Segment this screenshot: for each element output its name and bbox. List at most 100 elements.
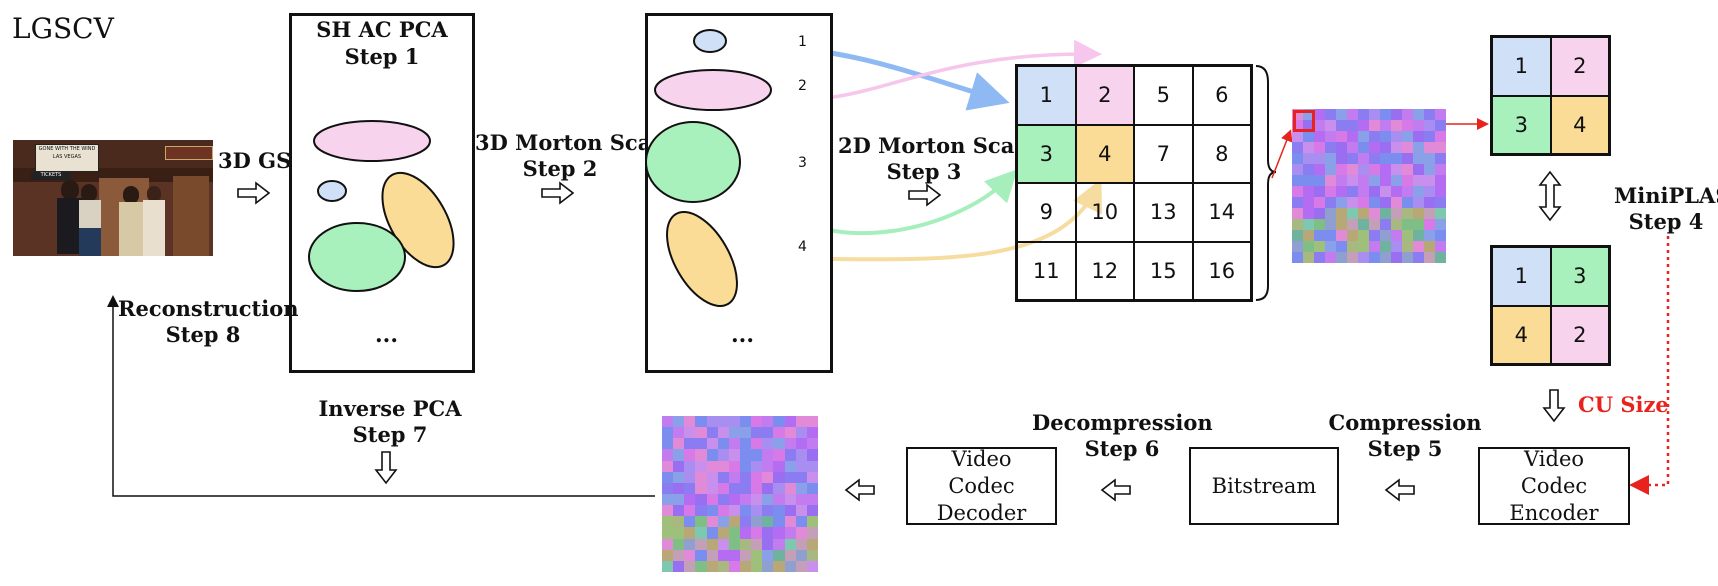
mosaic-block [684,482,696,495]
mosaic-block [1347,142,1359,154]
bitstream-label: Bitstream [1211,473,1317,498]
mosaic-block [751,527,763,540]
mosaic-block [695,549,708,562]
morton3d-ellipsis: ... [731,322,754,348]
mosaic-block [1369,164,1381,176]
mosaic-block [1358,208,1370,220]
mosaic-block [684,460,696,473]
mosaic-block [673,438,685,450]
mosaic-block [728,494,741,506]
mosaic-block [1347,219,1359,231]
mosaic-block [795,449,808,462]
mosaic-block [1402,120,1414,132]
mosaic-block [1435,120,1446,132]
mosaic-block [1314,208,1326,220]
mosaic-block [684,427,696,439]
mosaic-block [1402,175,1414,187]
mosaic-block [1303,153,1315,165]
mosaic-block [1325,197,1337,209]
mosaic-block [706,549,719,562]
attribute-image-decoded [662,416,818,572]
mosaic-block [762,527,774,540]
mosaic-block [1292,164,1304,176]
gaussian-blue [317,180,347,202]
grid-cell-12: 12 [1075,241,1134,300]
mosaic-block [706,416,719,428]
mosaic-block [662,471,674,484]
mosaic-block [1391,197,1403,209]
mosaic-block [751,505,763,517]
mosaic-block [806,549,818,562]
mosaic-block [684,416,696,428]
bitstream-box: Bitstream [1189,447,1339,525]
mosaic-block [717,505,730,517]
mosaic-block [1380,142,1392,154]
mosaic-block [1369,208,1381,220]
grid-cell-1: 1 [1017,66,1076,125]
mosaic-block [1413,109,1425,121]
mosaic-block [717,560,730,572]
gaussian-pink [313,120,431,162]
mini-before-cell-1: 1 [1492,37,1551,96]
mosaic-block [684,505,696,517]
mosaic-block [1325,164,1337,176]
step7-title: Inverse PCA [318,396,462,421]
mini-after-cell-4: 4 [1492,305,1551,364]
grid-cell-16: 16 [1192,241,1251,300]
mosaic-block [740,416,752,428]
mosaic-block [1303,131,1315,143]
step2-title: 3D Morton Scan [475,130,667,155]
mosaic-block [806,527,818,540]
mosaic-block [1347,120,1359,132]
mosaic-block [695,471,708,484]
mosaic-block [1314,120,1326,132]
mosaic-block [806,416,818,428]
mosaic-block [773,460,786,473]
mosaic-block [673,482,685,495]
mosaic-block [1369,252,1381,263]
mosaic-block [1369,241,1381,253]
mosaic-block [784,460,797,473]
mosaic-block [1369,219,1381,231]
mosaic-block [706,538,719,551]
mosaic-block [673,527,685,540]
mosaic-block [784,549,797,562]
mosaic-block [1336,131,1348,143]
scan-gaussian-green [645,121,741,203]
mosaic-block [1358,164,1370,176]
mosaic-block [1391,120,1403,132]
mosaic-block [662,427,674,439]
mosaic-block [1402,164,1414,176]
grid-cell-2: 2 [1075,66,1134,125]
mosaic-block [1303,186,1315,198]
mosaic-block [1336,142,1348,154]
mosaic-block [662,516,674,528]
mosaic-block [751,460,763,473]
mosaic-block [1413,219,1425,231]
mosaic-block [1303,208,1315,220]
arrow-bitstream-to-decoder [1100,478,1131,502]
mosaic-block [728,538,741,551]
mosaic-block [751,560,763,572]
mosaic-block [662,505,674,517]
mosaic-block [1435,109,1446,121]
mosaic-block [717,471,730,484]
mosaic-block [784,416,797,428]
mosaic-block [1336,109,1348,121]
mosaic-block [740,494,752,506]
mosaic-block [1292,175,1304,187]
mosaic-block [1358,219,1370,231]
mosaic-block [773,482,786,495]
mosaic-block [1413,131,1425,143]
mosaic-block [1402,186,1414,198]
mosaic-block [706,505,719,517]
mosaic-block [1314,252,1326,263]
mosaic-block [695,449,708,462]
mosaic-block [728,516,741,528]
mosaic-block [1336,164,1348,176]
mosaic-block [706,427,719,439]
mosaic-block [1325,186,1337,198]
mosaic-block [1314,241,1326,253]
mosaic-block [751,538,763,551]
decoder-label: Video Codec Decoder [936,446,1027,525]
